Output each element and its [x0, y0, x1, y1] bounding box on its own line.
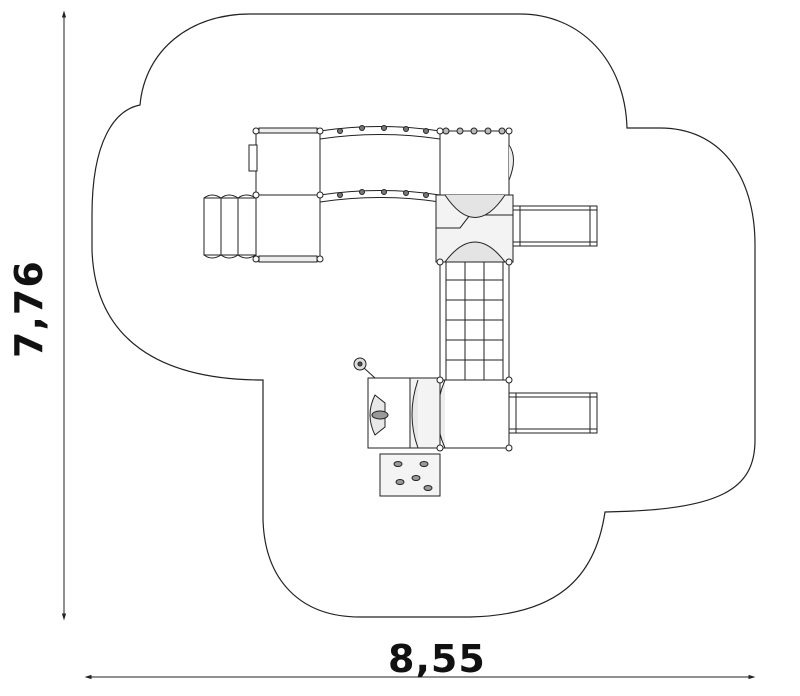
height-dimension-label: 7,76 — [7, 260, 51, 358]
upper-right-ramp — [512, 205, 598, 247]
lower-tower — [439, 379, 510, 449]
left-tower-top — [255, 130, 321, 196]
width-dimension-label: 8,55 — [388, 637, 486, 681]
upper-bridge — [319, 125, 441, 140]
climbing-wall — [379, 453, 441, 497]
lower-bridge — [319, 189, 441, 203]
lower-right-ramp — [508, 392, 598, 434]
left-tower-bottom — [255, 194, 321, 260]
safety-zone-outline — [91, 13, 756, 618]
right-tower-top — [439, 130, 510, 196]
play-structure — [203, 125, 598, 497]
climbing-net — [439, 261, 510, 381]
left-stairs — [203, 194, 257, 259]
